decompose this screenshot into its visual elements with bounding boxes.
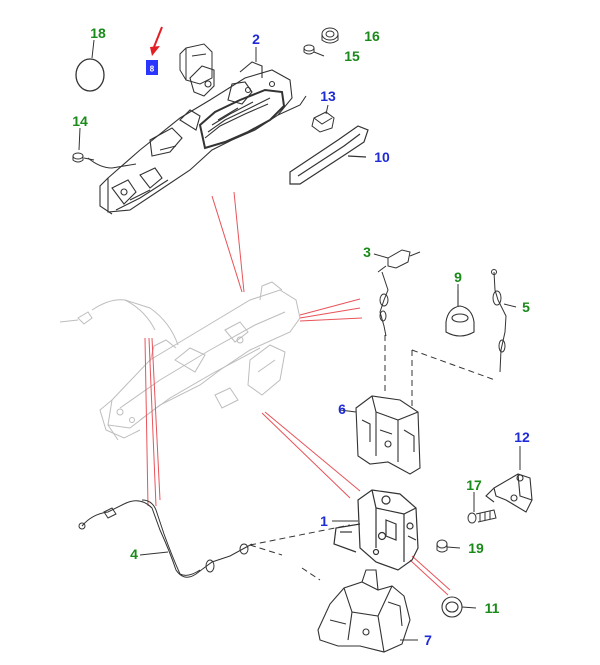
callout-6: 6 [338,401,346,417]
callout-2: 2 [252,31,260,47]
callout-leaders [78,39,521,641]
ghost-handle-assembly [59,281,301,441]
bolt-part-17 [467,509,497,524]
callout-19: 19 [468,540,484,556]
trim-strip-part [289,125,369,185]
screw-part-14 [72,152,95,163]
leader-lines [144,191,451,596]
callout-4: 4 [130,546,138,562]
o-ring-part [75,58,105,92]
callout-1: 1 [320,513,328,529]
callout-10: 10 [374,149,390,165]
callout-12: 12 [514,429,530,445]
callout-16: 16 [364,28,380,44]
callout-labels: 18 2 16 15 13 14 10 3 9 5 6 12 17 1 19 4… [72,25,530,648]
callout-17: 17 [466,477,482,493]
cable-part-5 [491,269,517,373]
callout-7: 7 [424,632,432,648]
callout-15: 15 [344,48,360,64]
screw-part-19 [436,539,461,553]
lower-bracket-part [317,569,411,653]
cable-part-4 [78,499,253,578]
highlight-marker: 8 [146,60,158,75]
callout-18: 18 [90,25,106,41]
callout-13: 13 [320,88,336,104]
clip-part-13 [311,111,335,133]
callout-5: 5 [522,299,530,315]
housing-cover-part [355,395,421,475]
phantom-lines [249,335,496,581]
highlight-marker-label: 8 [150,65,155,74]
bracket-part [179,43,213,85]
hinge-bracket-part [485,473,533,513]
callout-3: 3 [363,244,371,260]
cap-part-16 [321,27,339,44]
callout-11: 11 [485,600,500,616]
callout-9: 9 [454,269,462,285]
rod-part-3 [373,249,411,337]
boot-part-9 [445,290,475,337]
screw-part-15 [303,44,325,57]
door-latch-part [333,489,419,571]
red-pointer-arrow [150,26,163,56]
handle-carrier-part [87,61,307,215]
cap-part-11 [441,596,477,618]
callout-14: 14 [72,113,88,129]
